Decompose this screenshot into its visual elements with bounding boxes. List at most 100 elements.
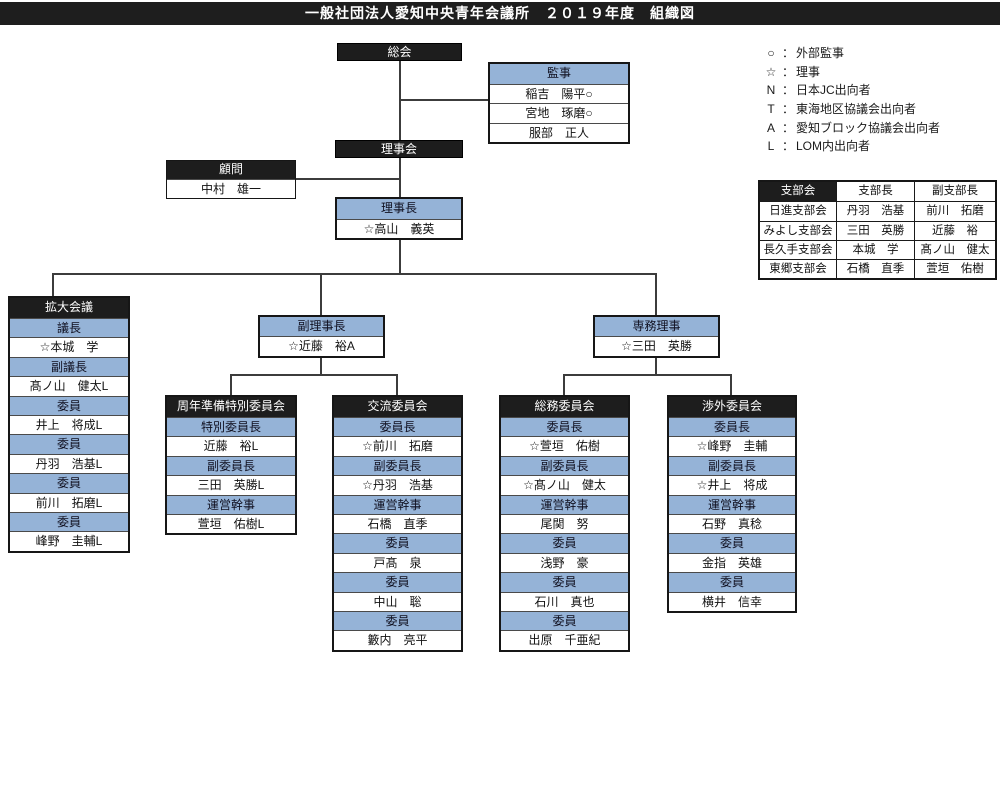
- node-advisor: 顧問 中村 雄一: [166, 160, 296, 200]
- role-cell: 委員: [501, 610, 628, 631]
- legend-item: T：東海地区協議会出向者: [762, 100, 940, 119]
- member-cell: 出原 千亜紀: [501, 630, 628, 650]
- role-cell: 運営幹事: [334, 494, 461, 514]
- connector-line: [563, 374, 565, 396]
- member-cell: 井上 将成L: [10, 414, 128, 435]
- committee-rows: 委員長 ☆前川 拓磨 副委員長 ☆丹羽 浩基 運営幹事 石橋 直季 委員 戸髙 …: [334, 417, 461, 650]
- role-cell: 副委員長: [334, 455, 461, 476]
- committee-general-affairs: 総務委員会 委員長 ☆萱垣 佑樹 副委員長 ☆髙ノ山 健太 運営幹事 尾関 努 …: [499, 395, 630, 652]
- committee-anniversary: 周年準備特別委員会 特別委員長 近藤 裕L 副委員長 三田 英勝L 運営幹事 萱…: [165, 395, 297, 536]
- chairman-title: 理事長: [337, 199, 461, 219]
- role-cell: 委員: [10, 395, 128, 415]
- branch-table: 支部会 支部長 副支部長 日進支部会 丹羽 浩基 前川 拓磨 みよし支部会 三田…: [758, 180, 997, 281]
- legend-symbol: ○: [767, 46, 775, 60]
- member-cell: 峰野 圭輔L: [10, 531, 128, 551]
- committee-rows: 委員長 ☆萱垣 佑樹 副委員長 ☆髙ノ山 健太 運営幹事 尾関 努 委員 浅野 …: [501, 417, 628, 650]
- branch-name-cell: 長久手支部会: [760, 239, 836, 259]
- connector-line: [399, 61, 401, 141]
- member-cell: 丹羽 浩基L: [10, 453, 128, 474]
- branch-leader-cell: 本城 学: [836, 239, 914, 260]
- role-cell: 委員: [669, 572, 795, 592]
- legend-items: ○：外部監事 ☆：理事 N：日本JC出向者 T：東海地区協議会出向者 A：愛知ブ…: [762, 44, 940, 156]
- vice-chairman-name: ☆近藤 裕A: [260, 336, 383, 356]
- committee-title: 総務委員会: [501, 397, 628, 417]
- node-chairman: 理事長 ☆高山 義英: [335, 197, 463, 241]
- auditor-name: 宮地 琢磨○: [490, 103, 628, 123]
- connector-line: [400, 99, 488, 101]
- legend-symbol: L: [767, 139, 775, 154]
- legend-label: 外部監事: [796, 46, 845, 60]
- member-cell: 近藤 裕L: [167, 436, 295, 456]
- member-cell: ☆髙ノ山 健太: [501, 475, 628, 495]
- connector-line: [399, 158, 401, 197]
- node-general-assembly: 総会: [337, 43, 462, 61]
- branch-vice-leader-cell: 前川 拓磨: [914, 201, 995, 221]
- connector-line: [655, 273, 657, 316]
- committee-rows: 委員長 ☆峰野 圭輔 副委員長 ☆井上 将成 運営幹事 石野 真稔 委員 金指 …: [669, 417, 795, 611]
- branch-leader-cell: 丹羽 浩基: [836, 201, 914, 221]
- member-cell: 籔内 亮平: [334, 630, 461, 650]
- vice-chairman-title: 副理事長: [260, 317, 383, 336]
- legend-symbol: ☆: [765, 64, 777, 79]
- role-cell: 委員: [501, 533, 628, 553]
- legend-item: A：愛知ブロック協議会出向者: [762, 119, 940, 138]
- chairman-list: ☆高山 義英: [337, 219, 461, 239]
- committee-exchange: 交流委員会 委員長 ☆前川 拓磨 副委員長 ☆丹羽 浩基 運営幹事 石橋 直季 …: [332, 395, 463, 652]
- connector-line: [230, 374, 232, 396]
- role-cell: 特別委員長: [167, 417, 295, 437]
- role-cell: 委員: [334, 610, 461, 631]
- branch-table-row: 長久手支部会 本城 学 髙ノ山 健太: [760, 239, 995, 260]
- member-cell: 浅野 豪: [501, 552, 628, 573]
- role-cell: 委員: [10, 473, 128, 493]
- legend-label: 理事: [796, 64, 821, 79]
- branch-col-header: 副支部長: [914, 182, 995, 202]
- member-cell: 石川 真也: [501, 591, 628, 611]
- member-cell: 石野 真稔: [669, 513, 795, 534]
- legend-symbol: N: [766, 83, 776, 98]
- connector-line: [320, 273, 322, 316]
- member-cell: ☆峰野 圭輔: [669, 436, 795, 456]
- connector-line: [655, 354, 657, 376]
- role-cell: 委員長: [669, 417, 795, 437]
- committee-external-relations: 渉外委員会 委員長 ☆峰野 圭輔 副委員長 ☆井上 将成 運営幹事 石野 真稔 …: [667, 395, 797, 613]
- member-cell: 中山 聡: [334, 591, 461, 611]
- auditors-title: 監事: [490, 64, 628, 84]
- branch-vice-leader-cell: 髙ノ山 健太: [914, 239, 995, 260]
- legend-item: ☆：理事: [762, 63, 940, 82]
- legend-separator: ：: [781, 46, 794, 60]
- advisor-name: 中村 雄一: [167, 179, 295, 199]
- role-cell: 委員長: [501, 417, 628, 437]
- connector-line: [52, 273, 657, 275]
- connector-line: [396, 374, 398, 396]
- executive-director-title: 専務理事: [595, 317, 718, 336]
- branch-name-cell: 日進支部会: [760, 201, 836, 220]
- advisor-list: 中村 雄一: [167, 179, 295, 199]
- advisor-title: 顧問: [167, 161, 295, 179]
- legend-item: N：日本JC出向者: [762, 81, 940, 100]
- node-auditors: 監事 稲吉 陽平○宮地 琢磨○服部 正人: [488, 62, 630, 145]
- auditor-name: 服部 正人: [490, 122, 628, 143]
- role-cell: 運営幹事: [501, 494, 628, 514]
- legend: ○：外部監事 ☆：理事 N：日本JC出向者 T：東海地区協議会出向者 A：愛知ブ…: [762, 44, 940, 156]
- role-cell: 委員: [669, 533, 795, 553]
- member-cell: ☆前川 拓磨: [334, 436, 461, 456]
- connector-line: [730, 374, 732, 396]
- member-cell: ☆本城 学: [10, 337, 128, 357]
- node-executive-director: 専務理事 ☆三田 英勝: [593, 315, 720, 358]
- node-expanded-council: 拡大会議 議長 ☆本城 学 副議長 髙ノ山 健太L 委員 井上 将成L 委員 丹…: [8, 296, 130, 553]
- member-cell: 前川 拓磨L: [10, 492, 128, 512]
- committee-title: 交流委員会: [334, 397, 461, 417]
- legend-symbol: A: [766, 120, 775, 135]
- role-cell: 委員: [334, 572, 461, 592]
- branch-table-header: 支部会 支部長 副支部長: [760, 182, 995, 202]
- committee-rows: 特別委員長 近藤 裕L 副委員長 三田 英勝L 運営幹事 萱垣 佑樹L: [167, 417, 295, 534]
- member-cell: 金指 英雄: [669, 552, 795, 573]
- committee-title: 周年準備特別委員会: [167, 397, 295, 417]
- connector-line: [296, 178, 400, 180]
- legend-separator: ：: [781, 139, 794, 154]
- member-cell: ☆丹羽 浩基: [334, 475, 461, 495]
- node-board-of-directors: 理事会: [335, 140, 463, 158]
- connector-line: [563, 374, 732, 376]
- role-cell: 副委員長: [167, 455, 295, 476]
